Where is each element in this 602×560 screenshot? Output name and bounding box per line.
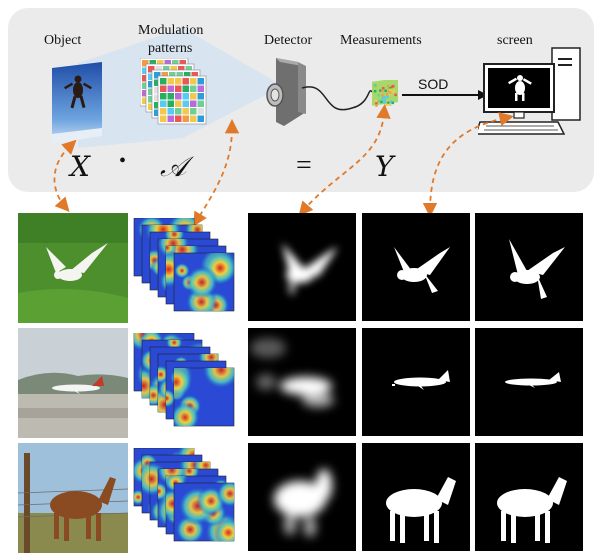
row2-prediction-sharp	[362, 328, 470, 436]
row3-ground-truth	[475, 443, 583, 551]
row3-prediction-blurry	[248, 443, 356, 551]
row1-photo	[18, 213, 128, 323]
row3-heatmap-stack	[130, 448, 240, 548]
equation-a: 𝒜	[160, 150, 187, 183]
arrow-measurement-to-prediction	[298, 104, 391, 217]
heatmap-layer	[173, 482, 235, 542]
row1-prediction-sharp	[362, 213, 470, 321]
row3-prediction-sharp	[362, 443, 470, 551]
row2-prediction-blurry	[248, 328, 356, 436]
modulation-patterns-stack	[140, 58, 210, 130]
heatmap-layer	[173, 252, 235, 312]
row1-prediction-blurry	[248, 213, 356, 321]
row2-photo	[18, 328, 128, 438]
screen-label: screen	[497, 33, 533, 48]
equation-dot: •	[119, 150, 127, 172]
modulation-label-line1: Modulation	[138, 23, 204, 38]
sod-label: SOD	[418, 76, 449, 92]
connector-arrows	[53, 104, 514, 227]
modulation-pattern-layer	[157, 75, 207, 125]
row2-ground-truth	[475, 328, 583, 436]
row1-ground-truth	[475, 213, 583, 321]
row2-heatmap-stack	[130, 333, 240, 433]
heatmap-layer	[173, 367, 235, 427]
arrow-object-to-photo	[53, 139, 77, 213]
modulation-label-line2: patterns	[148, 41, 193, 56]
measurements-label: Measurements	[340, 33, 422, 48]
row3-photo	[18, 443, 128, 553]
arrow-pattern-to-heatmaps	[193, 119, 240, 227]
arrow-screen-to-mask	[422, 112, 514, 218]
object-label: Object	[44, 33, 82, 48]
row1-heatmap-stack	[130, 218, 240, 318]
detector-label: Detector	[264, 33, 313, 48]
computer-icon	[478, 44, 588, 140]
